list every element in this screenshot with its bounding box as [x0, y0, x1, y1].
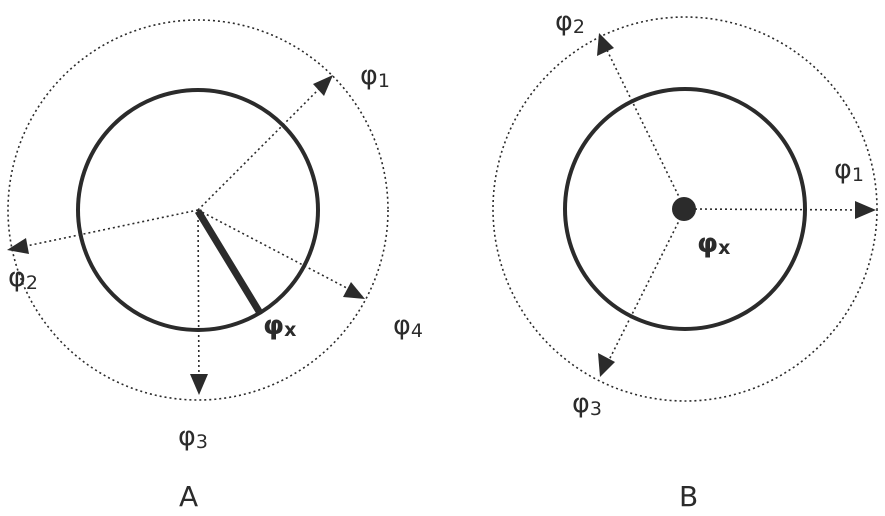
panel-a-arrow-phi3 — [197, 209, 200, 391]
panel-b-label-phi3: φ3 — [572, 388, 602, 420]
panel-b-label-phi2: φ2 — [555, 6, 585, 38]
panel-a-label-phi1: φ1 — [360, 60, 390, 92]
panel-a-inner-circle — [76, 88, 320, 332]
panel-a: φ1 φ2 φ3 φ4 φx A — [7, 19, 423, 513]
panel-b: φ1 φ2 φ3 φx B — [492, 6, 878, 513]
panel-a-title: A — [179, 480, 198, 513]
panel-a-label-phi3: φ3 — [178, 421, 208, 453]
panel-b-arrows — [600, 37, 871, 373]
panel-b-arrow-phi1 — [684, 208, 871, 211]
panel-b-arrow-phi2 — [600, 37, 686, 210]
panel-b-label-phi1: φ1 — [834, 154, 864, 186]
panel-b-outer-dotted-circle — [492, 16, 878, 402]
panel-a-label-phix: φx — [263, 310, 296, 341]
panel-a-label-phi2: φ2 — [8, 262, 38, 294]
panel-b-inner-circle — [563, 87, 807, 331]
panel-a-arrow-phi1 — [197, 76, 332, 211]
panel-b-label-phix: φx — [697, 228, 730, 259]
panel-b-arrow-phi3 — [602, 208, 686, 373]
panel-a-arrow-phi2 — [11, 209, 199, 250]
panel-a-arrows — [11, 76, 363, 391]
panel-b-title: B — [679, 480, 698, 513]
panel-a-outer-dotted-circle — [7, 19, 389, 401]
panel-b-arrowhead-phi2 — [597, 33, 614, 56]
panel-b-arrowhead-phi1 — [855, 201, 876, 219]
panel-a-arrowhead-phi1 — [313, 75, 333, 96]
panel-a-arrowhead-phi4 — [343, 282, 365, 299]
panel-a-arrowhead-phi2 — [7, 238, 29, 254]
panel-a-label-phi4: φ4 — [393, 310, 423, 342]
panel-a-arrow-phi4 — [197, 209, 363, 297]
panel-a-arrowhead-phi3 — [190, 374, 208, 395]
panel-b-phix-dot — [672, 197, 696, 221]
panel-a-phix-bar — [195, 209, 263, 315]
panel-b-arrowhead-phi3 — [598, 353, 615, 377]
